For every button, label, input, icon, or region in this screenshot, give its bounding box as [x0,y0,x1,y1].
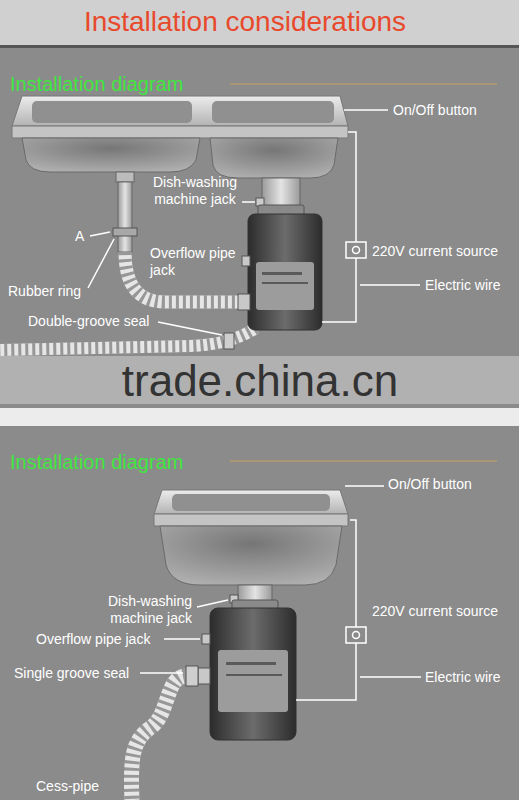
sink-front [12,126,348,138]
corrugated-pipe [0,328,256,350]
header-band [0,0,519,45]
groove-seal [186,666,198,686]
plate-mark [226,674,282,676]
part-label: Dish-washing machine jack [80,593,192,627]
part-label: Overflow pipe jack [150,245,250,279]
leader-line [164,638,200,640]
sink-bowl [210,138,338,178]
part-label: Rubber ring [8,283,81,300]
disposer-body [248,214,322,330]
part-label: 220V current source [372,243,498,260]
socket-symbol [353,247,360,254]
sink-opening [212,101,334,123]
leader-line [140,672,183,674]
plate-mark [262,272,302,275]
leader-line [88,239,114,288]
heading-rule [230,461,497,462]
corrugated-pipe [131,676,186,800]
leader-line [90,232,110,236]
disposer-plate [218,650,288,712]
sink-rim [154,490,348,514]
socket-symbol [346,627,366,643]
overflow-jack [202,634,210,644]
switch-wire [348,132,356,242]
strainer [116,172,134,182]
outlet [238,294,250,310]
leader-line [360,284,420,286]
switch-wire [350,520,356,627]
sink-bowl [22,138,200,172]
drain-pipe [118,182,132,252]
corrugated-pipe [0,328,256,350]
plate-mark [226,662,276,665]
corrugated-pipe [131,676,186,800]
part-label: Cess-pipe [36,778,99,795]
part-label: Dish-washing machine jack [140,174,250,208]
panel [0,48,519,408]
overflow-jack [242,256,250,266]
leader-line [158,322,222,335]
leader-line [345,485,384,487]
panel-heading: Installation diagram [10,72,183,96]
part-label: 220V current source [372,603,498,620]
sink-opening [172,494,330,511]
disposer-body [210,608,296,740]
groove-seal [224,333,234,349]
part-label: On/Off button [393,102,477,119]
electric-wire [322,258,356,322]
heading-rule [230,84,497,85]
panel-gap [0,408,519,426]
part-label: Double-groove seal [28,313,149,330]
sink-opening [32,101,192,123]
watermark: trade.china.cn [122,355,398,408]
panel-heading: Installation diagram [10,450,183,474]
leader-line [360,676,421,678]
leader-line [344,109,388,111]
rubber-ring [113,228,137,236]
socket-symbol [353,632,360,639]
page-title: Installation considerations [84,5,406,39]
electric-wire [296,643,356,700]
callout-letter: A [75,228,84,245]
disposer-plate [256,262,314,310]
part-label: Electric wire [425,669,500,686]
part-label: Overflow pipe jack [36,631,150,648]
outlet [198,668,210,684]
plate-mark [262,282,308,284]
part-label: Electric wire [425,277,500,294]
socket-symbol [346,242,366,258]
leader-line [197,600,228,607]
sink-bowl [160,526,342,585]
sink-rim [12,96,348,126]
sink-front [154,514,348,526]
part-label: Single groove seal [14,665,129,682]
leader-line [242,201,255,203]
header-rule [0,45,519,48]
panel [0,426,519,800]
part-label: On/Off button [388,476,472,493]
